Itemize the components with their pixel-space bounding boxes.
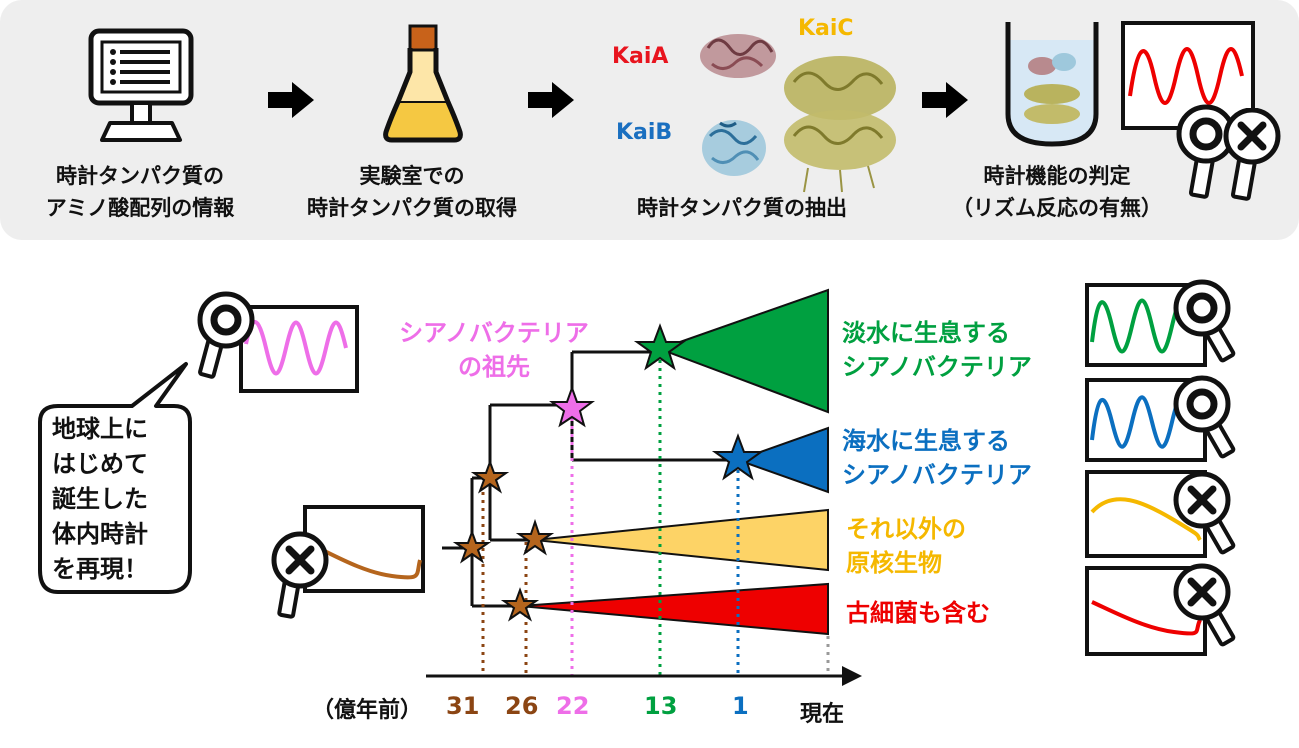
step2-caption: 実験室での 時計タンパク質の取得 — [272, 160, 552, 224]
group-archaea-label: 古細菌も含む — [846, 596, 990, 630]
ancestor-line2: の祖先 — [458, 353, 530, 381]
magnifier-cross-icon — [1173, 471, 1236, 555]
bubble-line1: 地球上に — [52, 415, 148, 443]
star-node-26 — [515, 518, 555, 556]
step2-line2: 時計タンパク質の取得 — [307, 196, 517, 220]
ancestor-label: シアノバクテリア の祖先 — [378, 316, 610, 384]
star-node-31 — [452, 529, 492, 564]
step1-line2: アミノ酸配列の情報 — [45, 196, 235, 220]
axis-unit-label: （億年前） — [312, 698, 423, 723]
computer-icon — [88, 28, 194, 142]
arrow-right-icon — [922, 82, 968, 118]
tick-26: 26 — [505, 692, 539, 720]
freshwater-line1: 淡水に生息する — [842, 319, 1010, 347]
wedge-other-prokaryotes — [534, 508, 829, 572]
bubble-line4: 体内時計 — [52, 520, 148, 548]
tick-31: 31 — [446, 692, 480, 720]
ancestor-line1: シアノバクテリア — [399, 319, 589, 347]
flask-icon — [383, 24, 463, 143]
node-stars — [452, 323, 765, 622]
group-marine-label: 海水に生息する シアノバクテリア — [842, 424, 1032, 492]
magnifier-circle-icon — [1176, 104, 1236, 199]
wedge-marine — [735, 426, 829, 494]
time-axis-arrowhead — [842, 666, 862, 686]
step4-line1: 時計機能の判定 — [983, 164, 1131, 188]
rhythm-line-freshwater — [1090, 298, 1194, 354]
kaic-structure — [784, 56, 896, 193]
freshwater-line2: シアノバクテリア — [842, 353, 1032, 381]
magnifier-circle-icon — [1173, 279, 1236, 363]
kaia-structure — [700, 34, 776, 78]
star-ancestor — [549, 385, 595, 428]
kaic-label: KaiC — [798, 16, 854, 41]
tick-present: 現在 — [800, 702, 845, 727]
rhythm-result-graph — [1121, 21, 1255, 130]
tick-13: 13 — [644, 692, 678, 720]
star-node-26-b — [500, 587, 540, 622]
magnifier-cross-icon — [1173, 563, 1236, 647]
rhythm-box-ancestor — [239, 305, 359, 393]
star-node-13 — [633, 323, 687, 371]
protein-structures-image — [700, 34, 896, 193]
step2-line1: 実験室での — [359, 164, 465, 188]
speech-bubble-text: 地球上に はじめて 誕生した 体内時計 を再現！ — [52, 412, 148, 587]
wedge-freshwater — [657, 288, 829, 414]
other-line1: それ以外の — [846, 515, 966, 543]
marine-line1: 海水に生息する — [842, 427, 1010, 455]
arrow-right-icon — [268, 82, 314, 118]
step4-caption: 時計機能の判定 （リズム反応の有無） — [922, 160, 1192, 224]
bubble-line2: はじめて — [52, 450, 148, 478]
rhythm-line-other — [1090, 497, 1202, 542]
star-node-31-b — [470, 459, 510, 494]
tick-1: 1 — [732, 692, 749, 720]
step1-caption: 時計タンパク質の アミノ酸配列の情報 — [20, 160, 260, 224]
star-node-1 — [711, 433, 765, 481]
kaib-structure — [702, 120, 766, 176]
kaia-label: KaiA — [612, 44, 669, 69]
other-line2: 原核生物 — [846, 549, 942, 577]
rhythm-line-marine — [1090, 395, 1194, 449]
magnifier-cross-icon — [1223, 108, 1281, 201]
speech-bubble — [38, 362, 192, 594]
magnifier-circle-icon — [1173, 375, 1236, 459]
magnifier-circle-icon — [197, 291, 255, 379]
archaea-line1: 古細菌も含む — [846, 599, 990, 627]
marine-line2: シアノバクテリア — [842, 461, 1032, 489]
step3-caption: 時計タンパク質の抽出 — [637, 196, 847, 220]
test-tube-icon — [1005, 22, 1099, 147]
bubble-line5: を再現！ — [52, 555, 148, 583]
step4-line2: （リズム反応の有無） — [952, 196, 1162, 220]
step1-line1: 時計タンパク質の — [56, 164, 224, 188]
tick-22: 22 — [556, 692, 590, 720]
group-other-label: それ以外の 原核生物 — [846, 512, 966, 580]
rhythm-line-archaea — [1091, 600, 1202, 636]
wedge-archaea — [519, 582, 829, 636]
arrow-right-icon — [528, 82, 574, 118]
kaib-label: KaiB — [616, 120, 673, 145]
group-freshwater-label: 淡水に生息する シアノバクテリア — [842, 316, 1032, 384]
magnifier-cross-icon — [271, 531, 329, 619]
bubble-line3: 誕生した — [52, 485, 148, 513]
